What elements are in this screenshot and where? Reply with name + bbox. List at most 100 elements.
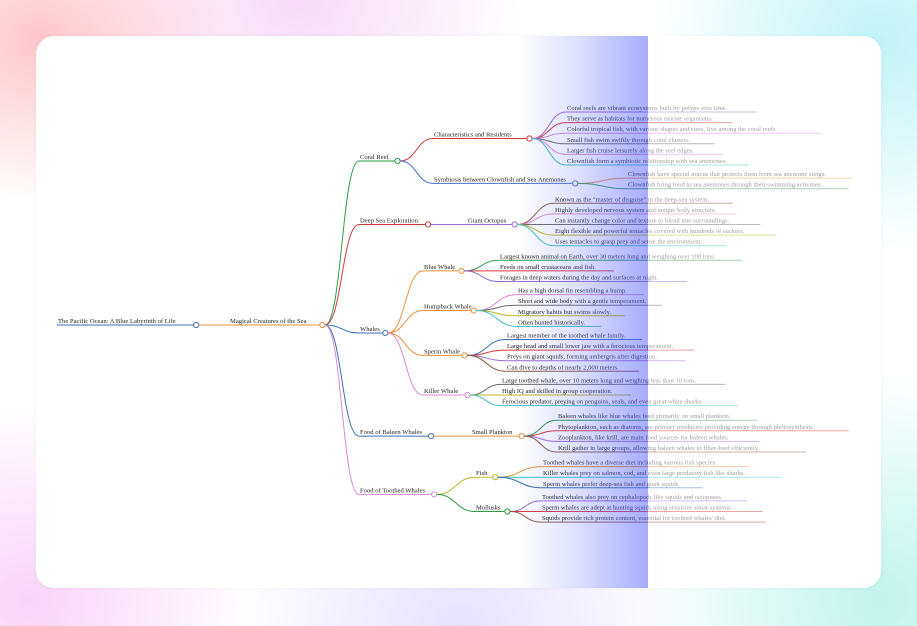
topic-4-1[interactable]: Mollusks	[476, 505, 501, 512]
branch-2-connector[interactable]	[382, 329, 389, 337]
topic-0-0-connector[interactable]	[526, 135, 533, 142]
leaf-3-0-3[interactable]: Krill gather in large groups, allowing b…	[558, 445, 760, 452]
branch-1-connector[interactable]	[424, 221, 432, 228]
link-topic-leaf-2-3-0	[470, 383, 502, 396]
leaf-3-0-2[interactable]: Zooplankton, like krill, are main food s…	[558, 434, 729, 441]
branch-1[interactable]: Deep Sea Exploration	[360, 218, 419, 225]
branch-3-connector[interactable]	[427, 433, 435, 440]
leaf-4-0-0[interactable]: Toothed whales have a diverse diet inclu…	[543, 460, 717, 467]
root-node[interactable]: The Pacific Ocean: A Blue Labyrinth of L…	[58, 318, 176, 325]
leaf-1-0-0[interactable]: Known as the "master of disguise" in the…	[555, 196, 709, 203]
leaf-2-2-1[interactable]: Large head and small lower jaw with a fe…	[507, 343, 673, 350]
link-main-branch-1	[324, 224, 360, 326]
leaf-4-1-0[interactable]: Toothed whales also prey on cephalopods …	[542, 494, 723, 501]
topic-4-1-connector[interactable]	[504, 508, 511, 515]
link-branch-topic-0-0	[400, 138, 434, 162]
leaf-0-1-1[interactable]: Clownfish bring food to sea anemones thr…	[628, 182, 822, 189]
topic-2-2[interactable]: Sperm Whale	[424, 348, 460, 355]
leaf-2-3-0[interactable]: Large toothed whale, over 10 meters long…	[502, 377, 697, 384]
link-topic-leaf-1-0-3	[517, 224, 555, 236]
link-topic-leaf-2-2-3	[467, 354, 507, 372]
link-topic-leaf-0-0-5	[532, 138, 567, 166]
leaf-0-0-1[interactable]: They serve as habitats for numerous mari…	[567, 116, 713, 123]
link-topic-leaf-0-0-0	[532, 111, 567, 139]
topic-4-0[interactable]: Fish	[476, 470, 488, 477]
leaf-3-0-1[interactable]: Phytoplankton, such as diatoms, are prim…	[558, 424, 815, 431]
link-branch-topic-2-2	[387, 332, 424, 356]
leaf-2-3-2[interactable]: Ferocious predator, preying on penguins,…	[502, 399, 703, 406]
branch-0-connector[interactable]	[394, 157, 401, 165]
topic-0-0[interactable]: Characteristics and Residents	[434, 132, 512, 139]
leaf-0-0-0[interactable]: Coral reefs are vibrant ecosystems built…	[567, 105, 728, 112]
leaf-2-3-1[interactable]: High IQ and skilled in group cooperation…	[502, 388, 613, 395]
leaf-4-1-1[interactable]: Sperm whales are adept at hunting squids…	[542, 505, 733, 512]
link-topic-leaf-4-1-0	[509, 500, 542, 512]
mindmap-svg: The Pacific Ocean: A Blue Labyrinth of L…	[57, 105, 852, 523]
link-main-branch-0	[324, 160, 360, 326]
leaf-2-2-0[interactable]: Largest member of the toothed whale fami…	[507, 333, 626, 340]
leaf-2-0-0[interactable]: Largest known animal on Earth, over 30 m…	[500, 253, 716, 260]
topic-3-0-connector[interactable]	[518, 433, 525, 440]
link-topic-leaf-4-0-0	[497, 466, 543, 478]
link-main-branch-3	[324, 324, 360, 437]
branch-4[interactable]: Food of Toothed Whales	[360, 487, 425, 494]
leaf-0-0-2[interactable]: Colorful tropical fish, with various sha…	[567, 126, 777, 133]
topic-3-0[interactable]: Small Plankton	[472, 429, 513, 436]
link-topic-leaf-0-1-0	[577, 177, 628, 184]
leaf-2-0-1[interactable]: Feeds on small crustaceans and fish.	[500, 264, 596, 271]
root-connector[interactable]	[193, 321, 200, 329]
leaf-0-1-0[interactable]: Clownfish have special mucus that protec…	[628, 171, 826, 178]
mindmap-canvas: The Pacific Ocean: A Blue Labyrinth of L…	[36, 36, 881, 588]
branch-3[interactable]: Food of Baleen Whales	[360, 429, 422, 436]
topic-0-1-connector[interactable]	[572, 180, 579, 187]
link-main-branch-4	[324, 324, 360, 495]
topic-4-0-connector[interactable]	[492, 474, 499, 481]
leaf-1-0-4[interactable]: Uses tentacles to grasp prey and sense t…	[555, 239, 702, 246]
link-topic-leaf-0-1-1	[577, 182, 628, 190]
topic-0-1[interactable]: Symbiosis between Clownfish and Sea Anem…	[434, 176, 566, 183]
main-topic[interactable]: Magical Creatures of the Sea	[230, 318, 307, 325]
link-topic-leaf-2-0-2	[464, 270, 500, 282]
leaf-2-2-3[interactable]: Can dive to depths of nearly 2,000 meter…	[507, 364, 619, 371]
topic-2-2-connector[interactable]	[461, 352, 468, 359]
leaf-0-0-5[interactable]: Clownfish form a symbiotic relationship …	[567, 158, 727, 165]
leaf-4-1-2[interactable]: Squids provide rich protein content, ess…	[542, 515, 726, 522]
link-topic-leaf-2-1-3	[476, 310, 518, 327]
leaf-3-0-0[interactable]: Baleen whales like blue whales feed prim…	[558, 413, 731, 420]
branch-2[interactable]: Whales	[360, 326, 380, 333]
main-connector[interactable]	[319, 321, 326, 329]
branch-4-connector[interactable]	[431, 491, 438, 498]
leaf-1-0-3[interactable]: Eight flexible and powerful tentacles co…	[555, 228, 745, 235]
link-branch-topic-2-3	[387, 332, 424, 396]
leaf-2-1-0[interactable]: Has a high dorsal fin resembling a hump.	[518, 288, 627, 295]
link-branch-topic-2-1	[387, 310, 424, 334]
leaf-4-0-2[interactable]: Sperm whales prefer deep-sea fish and gi…	[543, 481, 680, 488]
topic-2-3-connector[interactable]	[464, 391, 471, 399]
link-branch-topic-4-1	[436, 493, 476, 512]
leaf-2-1-3[interactable]: Often hunted historically.	[518, 319, 585, 326]
leaf-0-0-4[interactable]: Larger fish cruise leisurely along the r…	[567, 147, 694, 154]
link-branch-topic-4-0	[436, 476, 476, 495]
leaf-0-0-3[interactable]: Small fish swim swiftly through coral cl…	[567, 137, 691, 144]
branch-0[interactable]: Coral Reef	[360, 154, 390, 161]
leaf-1-0-1[interactable]: Highly developed nervous system and uniq…	[555, 207, 717, 214]
topic-1-0[interactable]: Giant Octopus	[468, 218, 507, 225]
topic-2-0-connector[interactable]	[458, 267, 465, 274]
link-topic-leaf-2-3-2	[470, 394, 502, 407]
link-topic-leaf-4-1-2	[509, 511, 542, 523]
leaf-1-0-2[interactable]: Can instantly change color and texture t…	[555, 218, 730, 225]
topic-2-1[interactable]: Humpback Whale	[424, 304, 472, 311]
leaf-2-0-2[interactable]: Forages in deep waters during the day an…	[500, 275, 658, 282]
topic-1-0-connector[interactable]	[511, 221, 518, 228]
leaf-2-1-2[interactable]: Migratory habits but swims slowly.	[518, 309, 612, 316]
link-topic-leaf-4-0-2	[497, 476, 543, 489]
topic-2-1-connector[interactable]	[470, 307, 477, 314]
link-topic-leaf-2-0-0	[464, 259, 500, 272]
leaf-2-2-2[interactable]: Preys on giant squids, forming ambergris…	[507, 354, 657, 361]
leaf-2-1-1[interactable]: Short and wide body with a gentle temper…	[518, 298, 647, 305]
link-main-branch-2	[324, 324, 360, 334]
leaf-4-0-1[interactable]: Killer whales prey on salmon, cod, and e…	[543, 470, 746, 477]
link-topic-leaf-1-0-1	[517, 213, 555, 225]
topic-2-0[interactable]: Blue Whale	[424, 264, 455, 271]
topic-2-3[interactable]: Killer Whale	[424, 388, 458, 395]
